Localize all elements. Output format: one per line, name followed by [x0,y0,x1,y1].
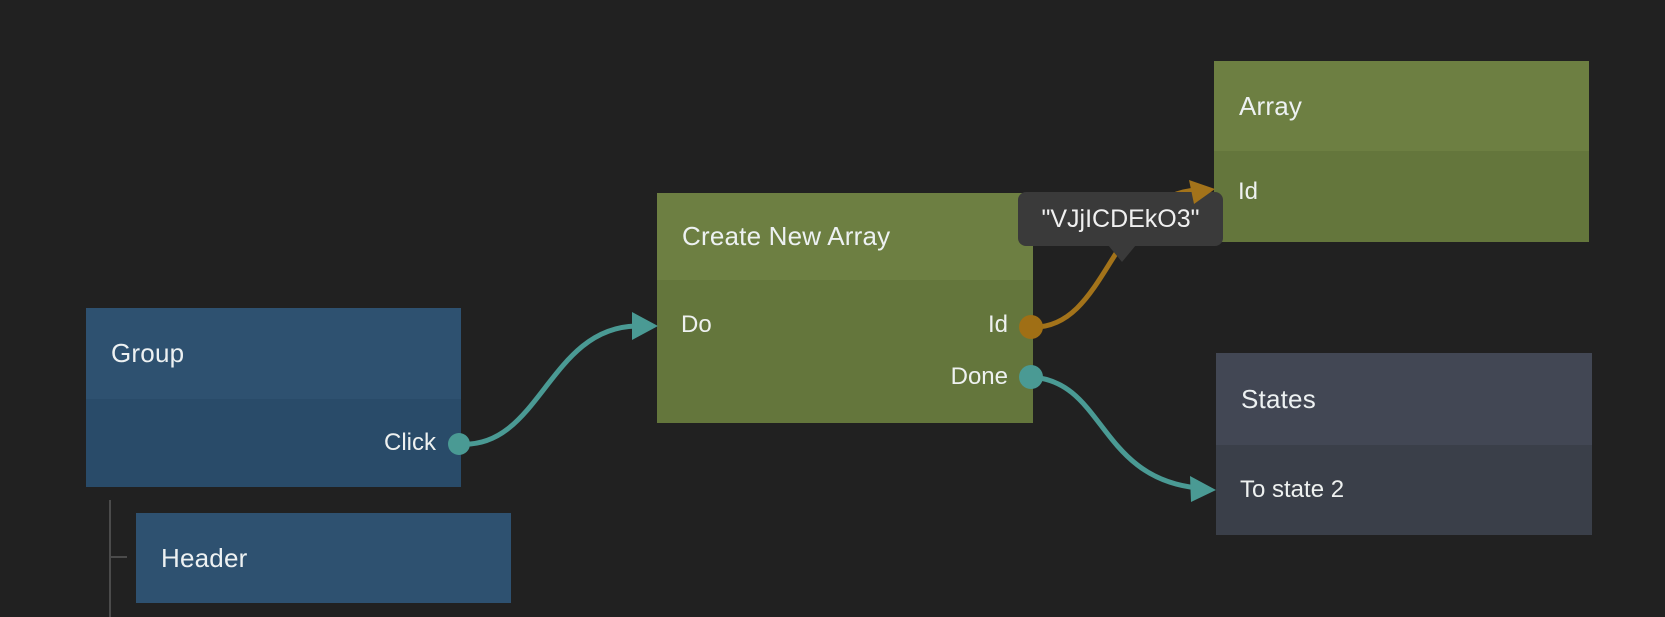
node-array[interactable]: Array Id [1214,61,1589,242]
node-states-header: States [1216,353,1592,445]
node-create-new-array[interactable]: Create New Array Do Id Done [657,193,1033,423]
node-array-header: Array [1214,61,1589,151]
wire-click-to-do[interactable] [456,323,639,447]
node-create-new-array-title: Create New Array [682,221,891,251]
node-states-title: States [1241,383,1316,414]
node-array-title: Array [1239,90,1303,121]
connection-value-tooltip: "VJjICDEkO3" [1018,192,1223,246]
node-array-body: Id [1214,151,1589,242]
node-group[interactable]: Group Click [86,308,461,487]
port-label-done: Done [950,363,1008,390]
port-label-id-input: Id [1238,178,1259,205]
node-group-title: Group [111,338,185,368]
node-group-body: Click [86,399,461,487]
node-header-title: Header [161,542,248,573]
port-label-do: Do [681,311,712,338]
hierarchy-line-vertical [109,500,111,617]
wire-done-to-states[interactable] [1028,374,1201,491]
node-states-body: To state 2 [1216,445,1592,535]
node-header-header: Header [136,513,511,603]
port-label-id-output: Id [987,311,1008,338]
arrowhead-to-state-2-icon [1190,476,1216,502]
hierarchy-line-tick [109,556,127,558]
tooltip-pointer [1108,245,1136,262]
node-header[interactable]: Header [136,513,511,603]
port-label-click: Click [384,429,436,456]
node-group-header: Group [86,308,461,399]
port-label-to-state-2: To state 2 [1240,476,1345,503]
node-create-new-array-header: Create New Array [657,193,1033,280]
node-create-new-array-body: Do Id Done [657,280,1033,423]
node-states[interactable]: States To state 2 [1216,353,1592,535]
arrowhead-do-icon [632,312,658,340]
connection-value-text: "VJjICDEkO3" [1041,204,1200,233]
